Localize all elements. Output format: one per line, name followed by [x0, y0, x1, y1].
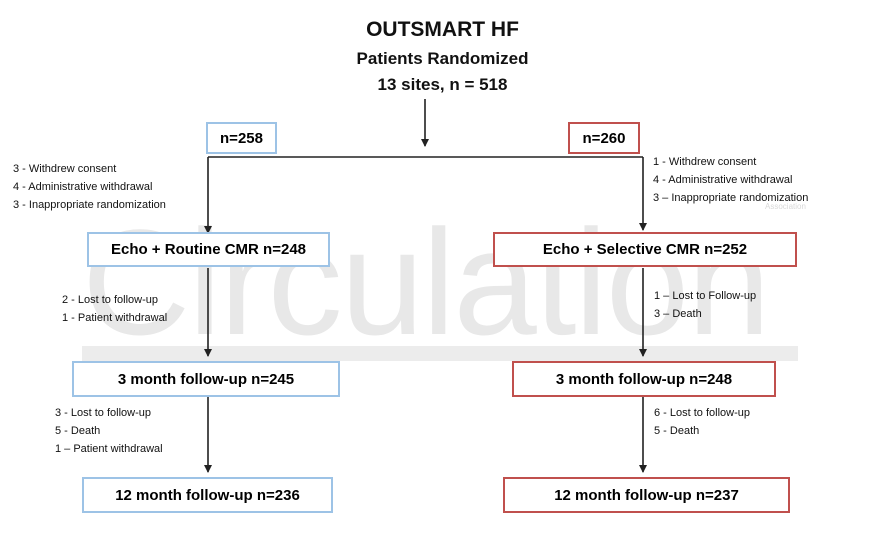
diagram-title: OUTSMART HF: [366, 18, 519, 41]
left-3month-box: 3 month follow-up n=245: [72, 361, 340, 397]
left-12month-label: 12 month follow-up n=236: [115, 486, 300, 504]
right-3month-label: 3 month follow-up n=248: [555, 370, 733, 388]
watermark-bar: [82, 346, 798, 361]
left-loss-item: 1 – Patient withdrawal: [55, 443, 163, 455]
right-loss-item: 5 - Death: [654, 425, 700, 437]
right-3month-box: 3 month follow-up n=248: [512, 361, 776, 397]
left-exclusion-item: 3 - Withdrew consent: [13, 163, 117, 175]
right-loss-item: 1 – Lost to Follow-up: [654, 290, 757, 302]
right-exclusion-item: 3 – Inappropriate randomization: [653, 192, 809, 204]
left-3month-label: 3 month follow-up n=245: [117, 370, 295, 388]
diagram-sites: 13 sites, n = 518: [377, 75, 508, 94]
left-exclusions: 3 - Withdrew consent 4 - Administrative …: [13, 160, 166, 214]
right-arm-label: Echo + Selective CMR n=252: [542, 241, 748, 258]
left-loss-item: 2 - Lost to follow-up: [62, 294, 158, 306]
left-losses-1: 2 - Lost to follow-up 1 - Patient withdr…: [62, 291, 167, 327]
left-randomized-label: n=258: [220, 129, 263, 147]
left-randomized-box: n=258: [206, 122, 277, 154]
left-losses-2: 3 - Lost to follow-up 5 - Death 1 – Pati…: [55, 404, 163, 458]
watermark-association: Association: [765, 202, 806, 211]
right-exclusion-item: 4 - Administrative withdrawal: [653, 174, 793, 186]
right-12month-label: 12 month follow-up n=237: [554, 486, 739, 504]
right-arm-box: Echo + Selective CMR n=252: [493, 232, 797, 267]
left-12month-box: 12 month follow-up n=236: [82, 477, 333, 513]
left-loss-item: 1 - Patient withdrawal: [62, 312, 168, 324]
left-arm-box: Echo + Routine CMR n=248: [87, 232, 330, 267]
right-losses-2: 6 - Lost to follow-up 5 - Death: [654, 404, 750, 440]
right-loss-item: 6 - Lost to follow-up: [654, 407, 750, 419]
right-randomized-label: n=260: [582, 129, 626, 147]
right-exclusion-item: 1 - Withdrew consent: [653, 156, 757, 168]
right-randomized-box: n=260: [568, 122, 640, 154]
left-arm-label: Echo + Routine CMR n=248: [110, 241, 307, 258]
left-loss-item: 5 - Death: [55, 425, 101, 437]
left-exclusion-item: 3 - Inappropriate randomization: [13, 199, 166, 211]
left-exclusion-item: 4 - Administrative withdrawal: [13, 181, 153, 193]
right-losses-1: 1 – Lost to Follow-up 3 – Death: [654, 287, 756, 323]
right-12month-box: 12 month follow-up n=237: [503, 477, 790, 513]
right-loss-item: 3 – Death: [654, 308, 702, 320]
left-loss-item: 3 - Lost to follow-up: [55, 407, 151, 419]
diagram-subtitle: Patients Randomized: [356, 49, 529, 68]
right-exclusions: 1 - Withdrew consent 4 - Administrative …: [653, 153, 808, 207]
watermark-text: Circulation: [82, 198, 771, 366]
